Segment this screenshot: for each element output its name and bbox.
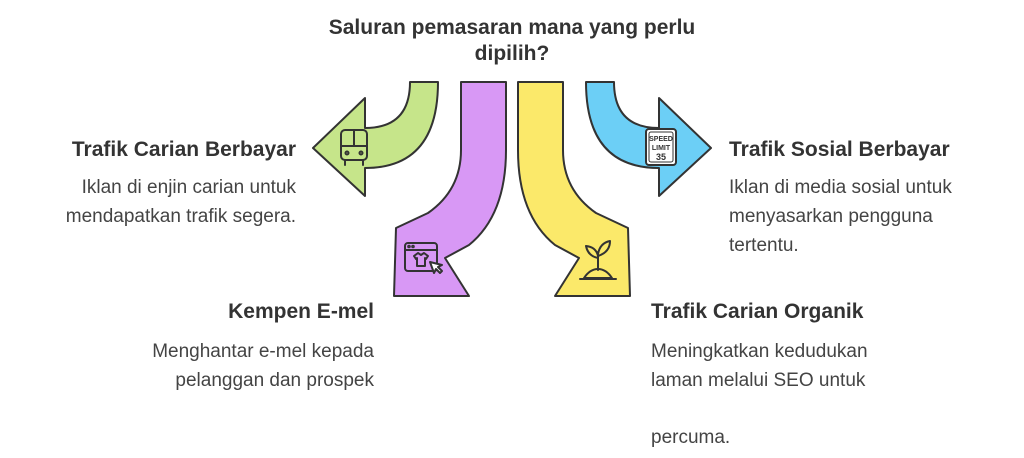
email-campaign-title: Kempen E-mel bbox=[228, 300, 374, 323]
paid-search-arrow bbox=[312, 81, 439, 197]
organic-search-desc-line-2: laman melalui SEO untuk bbox=[651, 370, 866, 391]
paid-social-description: Iklan di media sosial untuk menyasarkan … bbox=[729, 173, 1009, 260]
organic-search-title: Trafik Carian Organik bbox=[651, 300, 864, 323]
paid-social-title: Trafik Sosial Berbayar bbox=[729, 138, 950, 161]
email-campaign-desc-line-1: Menghantar e-mel kepada bbox=[152, 341, 374, 362]
sprout-icon bbox=[579, 240, 617, 280]
paid-search-title: Trafik Carian Berbayar bbox=[71, 138, 296, 161]
paid-search-desc-line-1: Iklan di enjin carian untuk bbox=[81, 177, 296, 198]
web-shirt-cursor-icon bbox=[404, 242, 443, 274]
email-campaign-desc-line-2: pelanggan dan prospek bbox=[175, 370, 374, 391]
question-title: Saluran pemasaran mana yang perlu dipili… bbox=[292, 15, 732, 67]
organic-search-desc-line-3: percuma. bbox=[651, 427, 731, 448]
bus-icon bbox=[340, 129, 368, 166]
speed-sign-text-1: SPEED bbox=[649, 136, 673, 143]
speed-sign-text-3: 35 bbox=[656, 152, 666, 162]
organic-search-arrow bbox=[517, 81, 631, 297]
speed-limit-sign-icon: SPEED LIMIT 35 bbox=[645, 128, 677, 166]
organic-search-desc-line-1: Meningkatkan kedudukan bbox=[651, 341, 868, 362]
question-line-1: Saluran pemasaran mana yang perlu bbox=[328, 16, 696, 39]
speed-sign-text-2: LIMIT bbox=[652, 145, 671, 152]
organic-search-description: Meningkatkan kedudukan laman melalui SEO… bbox=[651, 337, 981, 452]
question-line-2: dipilih? bbox=[474, 42, 550, 65]
paid-search-desc-line-2: mendapatkan trafik segera. bbox=[65, 206, 296, 227]
paid-social-desc-line-2: menyasarkan pengguna bbox=[729, 206, 933, 227]
paid-social-desc-line-3: tertentu. bbox=[729, 235, 799, 256]
email-campaign-description: Menghantar e-mel kepada pelanggan dan pr… bbox=[60, 337, 374, 395]
paid-social-desc-line-1: Iklan di media sosial untuk bbox=[729, 177, 952, 198]
paid-search-description: Iklan di enjin carian untuk mendapatkan … bbox=[20, 173, 296, 231]
